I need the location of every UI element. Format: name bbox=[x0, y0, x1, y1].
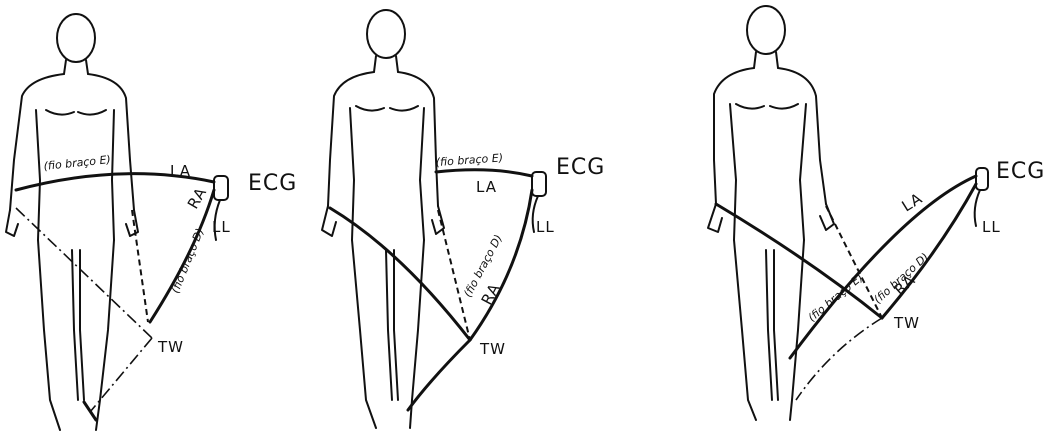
wire-right-label: (fio braço D) bbox=[169, 226, 207, 295]
la-label: LA bbox=[476, 178, 497, 196]
ll-label: LL bbox=[536, 218, 555, 236]
ll-label: LL bbox=[982, 218, 1001, 236]
tw-label: TW bbox=[479, 340, 506, 358]
la-label: LA bbox=[170, 162, 191, 180]
human-body-outline bbox=[6, 14, 138, 430]
figure-1: ECG LA LL TW (fio braço E) (fio braço D)… bbox=[6, 14, 297, 430]
wire-left-label: (fio braço E) bbox=[435, 151, 503, 169]
figure-3: ECG LA LL TW (fio braço E) (fio braço D)… bbox=[708, 6, 1045, 420]
human-body-outline bbox=[708, 6, 834, 420]
tw-label: TW bbox=[157, 338, 184, 356]
wire-left-label: (fio braço E) bbox=[43, 153, 111, 173]
ra-label: RA bbox=[184, 184, 211, 212]
tw-label: TW bbox=[893, 314, 920, 332]
ll-label: LL bbox=[212, 218, 231, 236]
ra-label: RA bbox=[478, 280, 504, 308]
ecg-label: ECG bbox=[996, 159, 1045, 184]
ecg-label: ECG bbox=[556, 155, 605, 180]
lead-wires bbox=[16, 174, 214, 420]
figure-2: ECG LA LL TW (fio braço E) (fio braço D)… bbox=[322, 10, 605, 428]
human-body-outline bbox=[322, 10, 444, 428]
ecg-label: ECG bbox=[248, 171, 297, 196]
